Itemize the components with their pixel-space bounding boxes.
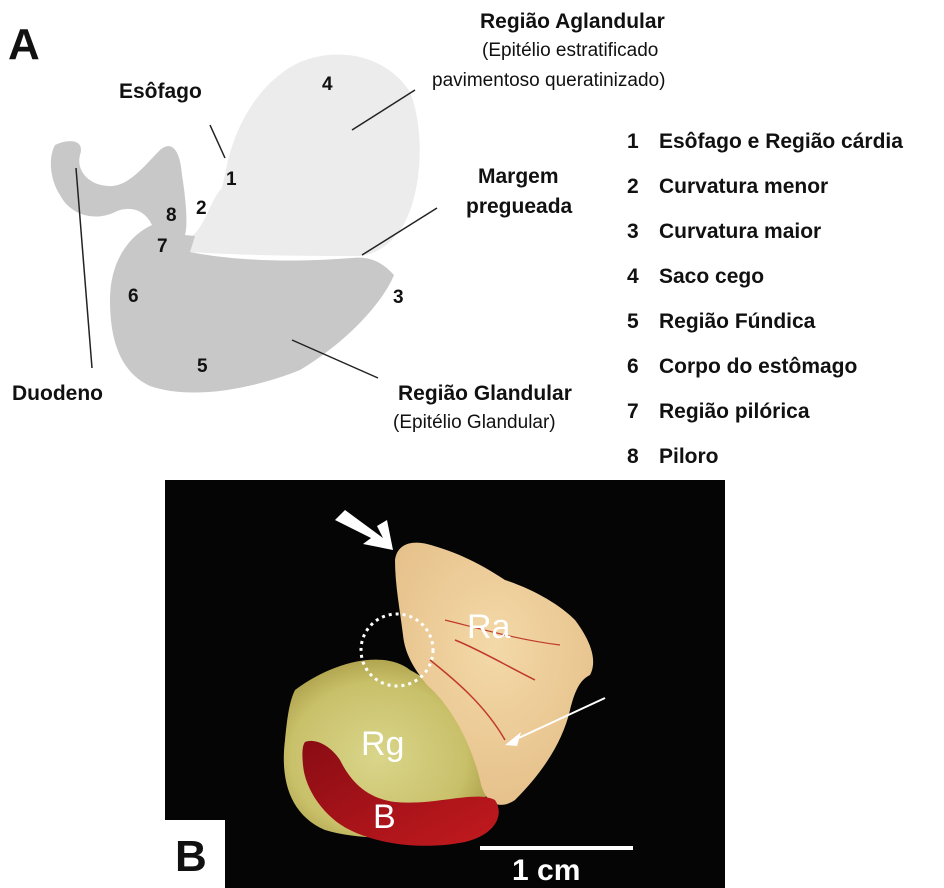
legend-text: Região Fúndica bbox=[659, 310, 815, 334]
label-b: B bbox=[373, 798, 396, 837]
esophagus-arrow bbox=[335, 510, 393, 550]
legend-item: 5Região Fúndica bbox=[627, 310, 903, 355]
legend-number: 5 bbox=[627, 310, 659, 334]
region-number-8: 8 bbox=[166, 205, 177, 227]
legend-text: Curvatura menor bbox=[659, 175, 828, 199]
region-number-7: 7 bbox=[157, 236, 168, 258]
region-number-4: 4 bbox=[322, 74, 333, 96]
label-margem: Margem bbox=[478, 165, 559, 189]
scale-bar-label: 1 cm bbox=[512, 854, 580, 888]
legend-number: 6 bbox=[627, 355, 659, 379]
legend-number: 7 bbox=[627, 400, 659, 424]
legend-number: 4 bbox=[627, 265, 659, 289]
region-number-6: 6 bbox=[128, 286, 139, 308]
legend-number: 3 bbox=[627, 220, 659, 244]
legend-number: 8 bbox=[627, 445, 659, 469]
region-number-3: 3 bbox=[393, 287, 404, 309]
label-esofago: Esôfago bbox=[119, 80, 202, 104]
legend-number: 1 bbox=[627, 130, 659, 154]
label-duodeno: Duodeno bbox=[12, 382, 103, 406]
region-number-5: 5 bbox=[197, 356, 208, 378]
panel-b-letter: B bbox=[175, 832, 207, 882]
label-glandular-sub: (Epitélio Glandular) bbox=[393, 412, 556, 434]
legend-item: 4Saco cego bbox=[627, 265, 903, 310]
label-ra: Ra bbox=[467, 608, 510, 647]
label-rg: Rg bbox=[361, 725, 404, 764]
stomach-photo: Ra Rg B 1 cm bbox=[165, 480, 725, 888]
legend-number: 2 bbox=[627, 175, 659, 199]
label-pregueada: pregueada bbox=[466, 195, 572, 219]
legend-text: Saco cego bbox=[659, 265, 764, 289]
legend-text: Curvatura maior bbox=[659, 220, 821, 244]
region-number-1: 1 bbox=[226, 169, 237, 191]
legend-item: 6Corpo do estômago bbox=[627, 355, 903, 400]
label-regiao-aglandular: Região Aglandular bbox=[480, 10, 665, 34]
label-regiao-glandular: Região Glandular bbox=[398, 382, 572, 406]
leader-esofago bbox=[210, 125, 225, 158]
legend-text: Corpo do estômago bbox=[659, 355, 857, 379]
legend-item: 7Região pilórica bbox=[627, 400, 903, 445]
label-aglandular-sub1: (Epitélio estratificado bbox=[482, 40, 658, 62]
label-aglandular-sub2: pavimentoso queratinizado) bbox=[432, 70, 665, 92]
region-number-2: 2 bbox=[196, 198, 207, 220]
legend-text: Região pilórica bbox=[659, 400, 810, 424]
legend: 1Esôfago e Região cárdia 2Curvatura meno… bbox=[627, 130, 903, 490]
legend-item: 2Curvatura menor bbox=[627, 175, 903, 220]
stomach-photo-drawing bbox=[165, 480, 725, 888]
legend-text: Piloro bbox=[659, 445, 719, 469]
legend-item: 3Curvatura maior bbox=[627, 220, 903, 265]
legend-item: 1Esôfago e Região cárdia bbox=[627, 130, 903, 175]
legend-text: Esôfago e Região cárdia bbox=[659, 130, 903, 154]
